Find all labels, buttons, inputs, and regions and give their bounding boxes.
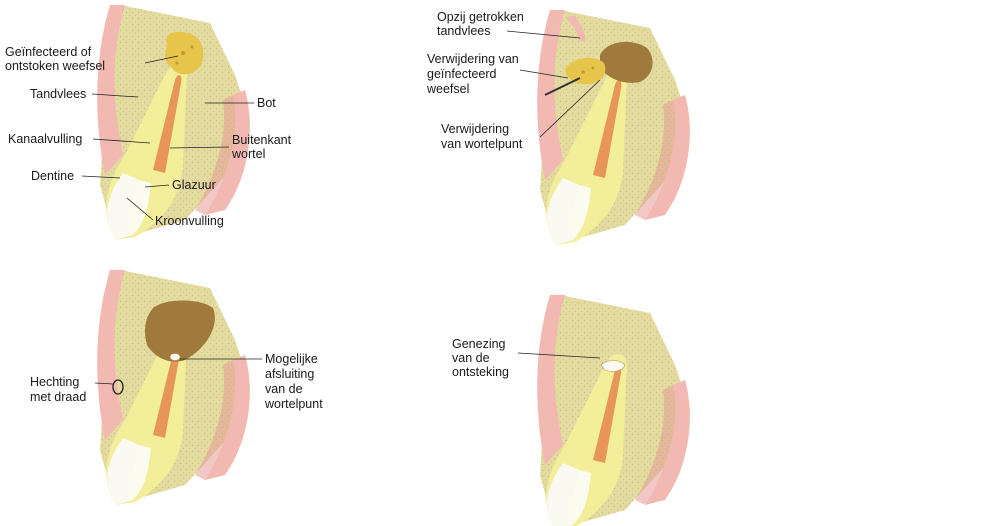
panel-3-tooth	[97, 270, 250, 505]
label-genezing-line3: ontsteking	[452, 365, 509, 379]
label-genezing-line2: van de	[452, 351, 490, 365]
label-afsluiting-line2: afsluiting	[265, 367, 314, 381]
label-verwijdering-wortelpunt-line1: Verwijdering	[441, 122, 509, 136]
removed-infected-tissue	[565, 57, 606, 85]
panel-1-tooth	[97, 5, 250, 240]
cavity	[600, 41, 653, 83]
cavity	[145, 300, 215, 362]
label-bot: Bot	[257, 96, 276, 110]
label-verwijdering-weefsel-line2: geïnfecteerd	[427, 67, 497, 81]
panel-4-tooth	[537, 295, 690, 526]
healed-root-tip	[600, 360, 626, 372]
label-glazuur: Glazuur	[172, 178, 216, 192]
label-verwijdering-wortelpunt-line2: van wortelpunt	[441, 137, 523, 151]
panel-2-tooth	[537, 10, 690, 245]
root-tip-seal	[169, 353, 181, 361]
label-afsluiting-line4: wortelpunt	[264, 397, 323, 411]
label-hechting-line2: met draad	[30, 390, 86, 404]
instrument	[544, 77, 581, 96]
panel-4-labels: Genezing van de ontsteking	[452, 337, 601, 379]
label-opzij-line2: tandvlees	[437, 24, 491, 38]
label-buitenkant-line1: Buitenkant	[232, 133, 292, 147]
panel-1-labels: Geïnfecteerd of ontstoken weefsel Tandvl…	[5, 45, 292, 228]
label-afsluiting-line1: Mogelijke	[265, 352, 318, 366]
panel-3-labels: Hechting met draad Mogelijke afsluiting …	[30, 352, 323, 411]
label-infected-line2: ontstoken weefsel	[5, 59, 105, 73]
label-genezing-line1: Genezing	[452, 337, 506, 351]
label-buitenkant-line2: wortel	[231, 147, 265, 161]
label-hechting-line1: Hechting	[30, 375, 79, 389]
label-kanaalvulling: Kanaalvulling	[8, 132, 82, 146]
label-opzij-line1: Opzij getrokken	[437, 10, 524, 24]
suture-knot	[112, 379, 124, 395]
label-infected-line1: Geïnfecteerd of	[5, 45, 92, 59]
panel-2-labels: Opzij getrokken tandvlees Verwijdering v…	[426, 10, 601, 151]
label-dentine: Dentine	[31, 169, 74, 183]
label-tandvlees: Tandvlees	[30, 87, 86, 101]
label-verwijdering-weefsel-line1: Verwijdering van	[427, 52, 519, 66]
label-verwijdering-weefsel-line3: weefsel	[426, 82, 469, 96]
label-kroonvulling: Kroonvulling	[155, 214, 224, 228]
label-afsluiting-line3: van de	[265, 382, 303, 396]
